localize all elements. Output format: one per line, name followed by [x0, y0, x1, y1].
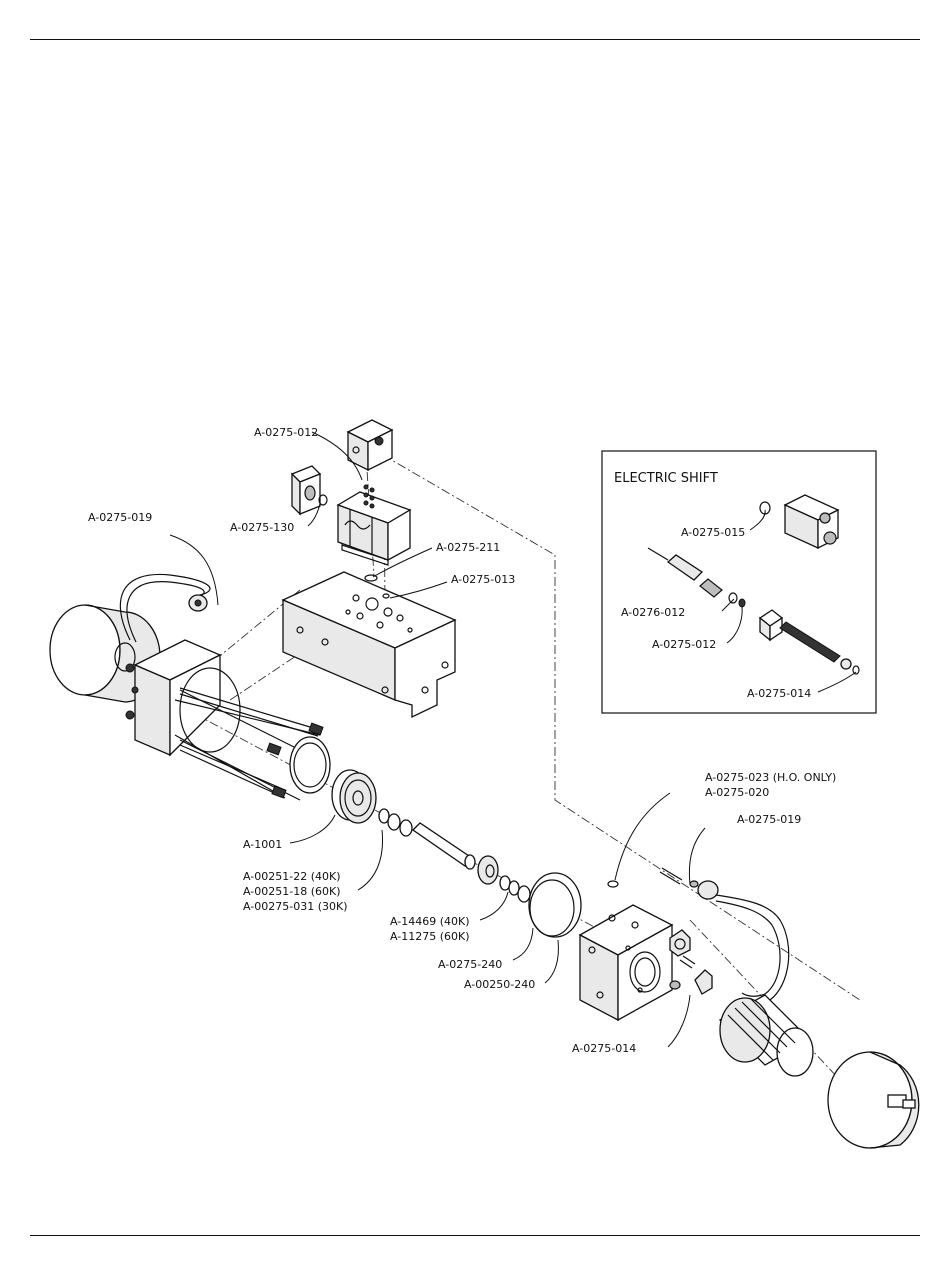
callout-a0275-211: A-0275-211 — [436, 541, 500, 554]
callout-inset-a0276-012: A-0276-012 — [621, 606, 685, 619]
callout-a00275-031: A-00275-031 (30K) — [243, 900, 348, 913]
gear-motor-barrel — [720, 995, 813, 1076]
electric-shift-inset: ELECTRIC SHIFT — [602, 451, 876, 713]
callout-a0275-020: A-0275-020 — [705, 786, 769, 799]
callout-a0275-012-top: A-0275-012 — [254, 426, 318, 439]
callout-inset-a0275-012: A-0275-012 — [652, 638, 716, 651]
callout-a0275-023: A-0275-023 (H.O. ONLY) — [705, 771, 836, 784]
seal-rings-set — [379, 809, 412, 836]
solenoid-valve-top — [348, 420, 392, 470]
callout-a00250-240: A-00250-240 — [464, 978, 535, 991]
manifold-block — [283, 572, 455, 717]
piston — [332, 770, 376, 823]
callout-a0275-014-bottom: A-0275-014 — [572, 1042, 636, 1055]
callout-a14469: A-14469 (40K) — [390, 915, 470, 928]
callout-inset-a0275-014: A-0275-014 — [747, 687, 811, 700]
callout-a0275-240: A-0275-240 — [438, 958, 502, 971]
callout-a0275-013: A-0275-013 — [451, 573, 515, 586]
manifold-plate-small — [292, 466, 327, 514]
seal-rings-small — [500, 876, 530, 902]
callout-a0275-130: A-0275-130 — [230, 521, 294, 534]
cylinder-end-cap-right — [828, 1052, 919, 1148]
callout-a0275-019-right: A-0275-019 — [737, 813, 801, 826]
piston-rod — [413, 823, 475, 869]
gasket-ring — [529, 873, 581, 937]
callout-a1001: A-1001 — [243, 838, 282, 851]
callout-a00251-22: A-00251-22 (40K) — [243, 870, 341, 883]
directional-valve-body — [338, 485, 410, 565]
callout-a0275-019-left: A-0275-019 — [88, 511, 152, 524]
rod-washer — [478, 856, 498, 884]
callout-inset-a0275-015: A-0275-015 — [681, 526, 745, 539]
electric-shift-title: ELECTRIC SHIFT — [614, 471, 718, 486]
callout-a11275: A-11275 (60K) — [390, 930, 470, 943]
callout-a00251-18: A-00251-18 (60K) — [243, 885, 341, 898]
rear-end-block — [580, 881, 672, 1020]
